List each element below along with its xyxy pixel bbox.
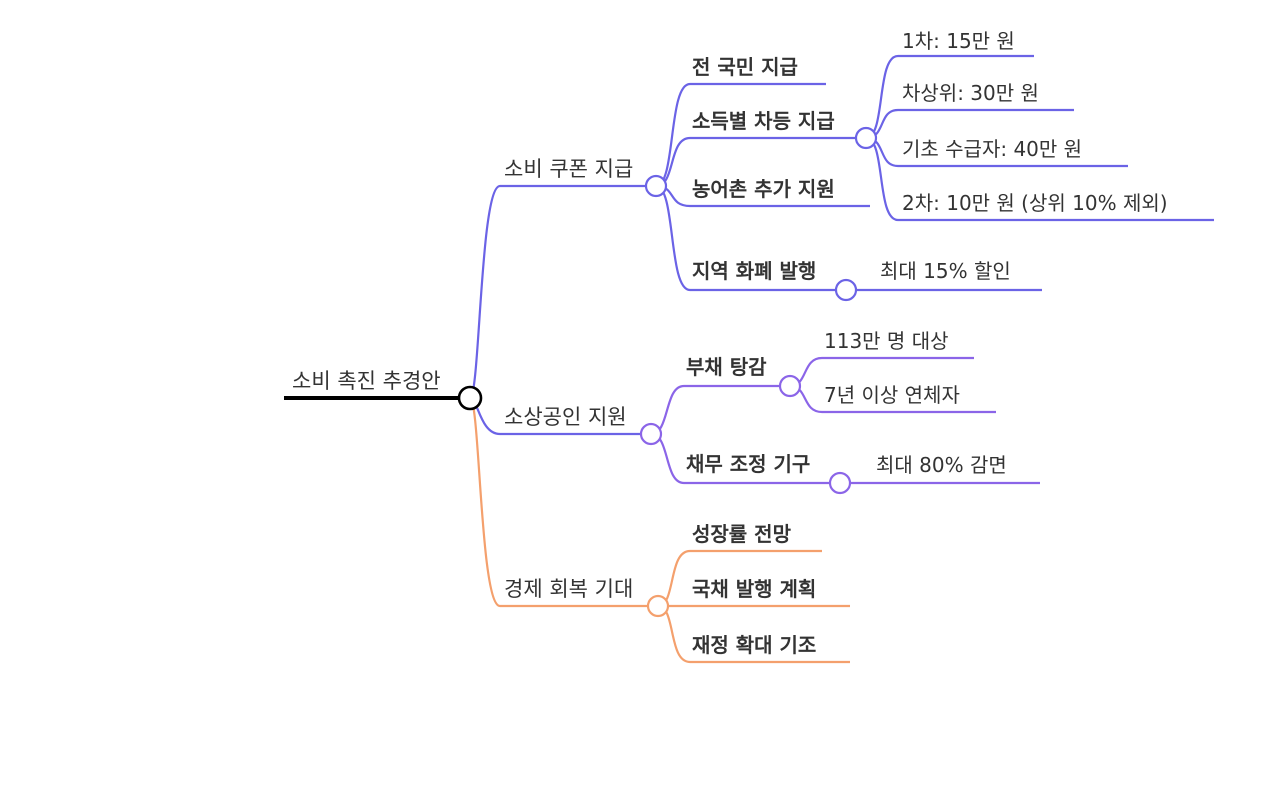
node-growth-outlook[interactable]: 성장률 전망 <box>692 522 792 546</box>
leaf-7yr-delinquent[interactable]: 7년 이상 연체자 <box>824 383 960 407</box>
node-label: 채무 조정 기구 <box>686 452 810 476</box>
node-label: 성장률 전망 <box>692 522 792 546</box>
branch-consumption-coupon[interactable]: 소비 쿠폰 지급 <box>504 157 668 198</box>
leaf-max-discount[interactable]: 최대 15% 할인 <box>880 259 1011 283</box>
node-label: 농어촌 추가 지원 <box>692 177 835 201</box>
branch-label: 소비 쿠폰 지급 <box>504 157 633 181</box>
leaf-max-reduction[interactable]: 최대 80% 감면 <box>876 453 1007 477</box>
node-rural-support[interactable]: 농어촌 추가 지원 <box>692 177 835 201</box>
leaf-label: 차상위: 30만 원 <box>902 81 1039 105</box>
branch-collapse-knob[interactable] <box>646 594 670 618</box>
node-label: 부채 탕감 <box>686 355 767 379</box>
branch-label: 경제 회복 기대 <box>504 577 633 601</box>
node-bond-issuance[interactable]: 국채 발행 계획 <box>692 577 816 601</box>
node-label: 전 국민 지급 <box>692 55 798 79</box>
branch-collapse-knob[interactable] <box>639 422 663 446</box>
leaf-label: 113만 명 대상 <box>824 329 949 353</box>
node-all-citizens[interactable]: 전 국민 지급 <box>692 55 798 79</box>
edge-root-recovery <box>468 396 658 608</box>
leaf-label: 1차: 15만 원 <box>902 29 1015 53</box>
branch-small-business[interactable]: 소상공인 지원 <box>504 405 663 446</box>
node-local-currency[interactable]: 지역 화폐 발행 <box>692 259 858 302</box>
leaf-label: 2차: 10만 원 (상위 10% 제외) <box>902 191 1168 215</box>
leaf-near-poor[interactable]: 차상위: 30만 원 <box>902 81 1039 105</box>
leaf-first-round[interactable]: 1차: 15만 원 <box>902 29 1015 53</box>
leaf-label: 7년 이상 연체자 <box>824 383 960 407</box>
edge-smallbiz-debt <box>650 384 790 436</box>
edges <box>468 54 1214 664</box>
node-label: 지역 화폐 발행 <box>692 259 816 283</box>
edge-root-consumption <box>468 184 656 400</box>
root-node[interactable]: 소비 촉진 추경안 <box>284 369 483 411</box>
node-label: 재정 확대 기조 <box>692 633 816 657</box>
node-collapse-knob[interactable] <box>828 471 852 495</box>
branch-collapse-knob[interactable] <box>644 174 668 198</box>
node-label: 국채 발행 계획 <box>692 577 816 601</box>
leaf-label: 최대 15% 할인 <box>880 259 1011 283</box>
leaf-basic-recipient[interactable]: 기초 수급자: 40만 원 <box>902 137 1082 161</box>
node-income-tiered[interactable]: 소득별 차등 지급 <box>692 109 878 150</box>
root-collapse-knob[interactable] <box>457 385 483 411</box>
edge-coupon-all <box>655 82 826 188</box>
leaf-label: 최대 80% 감면 <box>876 453 1007 477</box>
edge-tiered-near-poor <box>865 108 1074 140</box>
leaf-label: 기초 수급자: 40만 원 <box>902 137 1082 161</box>
branch-economic-recovery[interactable]: 경제 회복 기대 <box>504 577 670 618</box>
edge-debt-113 <box>789 356 974 388</box>
node-fiscal-expansion[interactable]: 재정 확대 기조 <box>692 633 816 657</box>
node-debt-adjustment[interactable]: 채무 조정 기구 <box>686 452 852 495</box>
node-label: 소득별 차등 지급 <box>692 109 835 133</box>
leaf-second-round[interactable]: 2차: 10만 원 (상위 10% 제외) <box>902 191 1168 215</box>
node-debt-relief[interactable]: 부채 탕감 <box>686 355 802 398</box>
node-collapse-knob[interactable] <box>778 374 802 398</box>
branch-label: 소상공인 지원 <box>504 405 627 429</box>
node-collapse-knob[interactable] <box>854 126 878 150</box>
root-label: 소비 촉진 추경안 <box>292 369 441 393</box>
node-collapse-knob[interactable] <box>834 278 858 302</box>
leaf-113-people[interactable]: 113만 명 대상 <box>824 329 949 353</box>
